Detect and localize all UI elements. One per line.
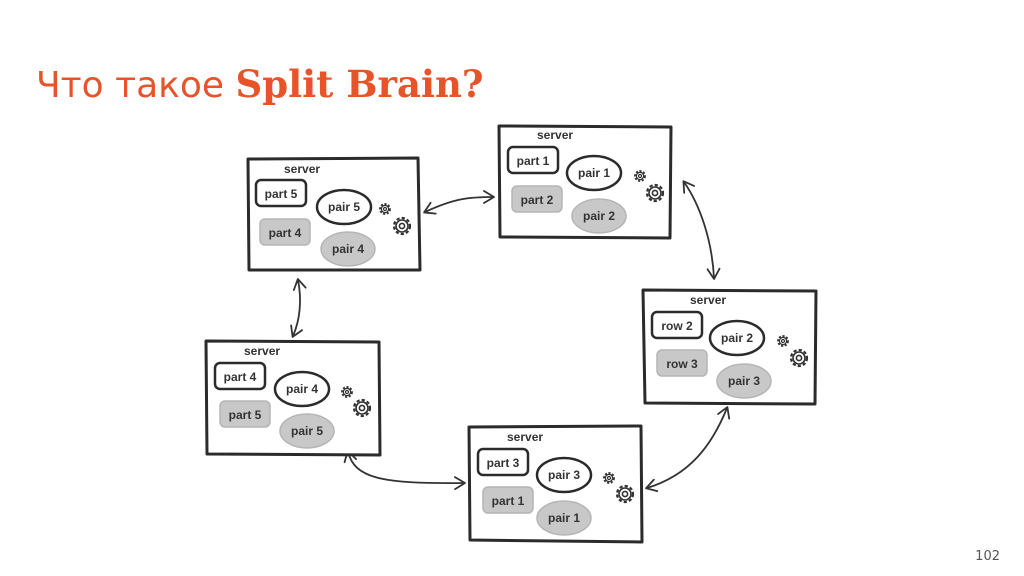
server-box: server part 5 pair 5 part 4 pair 4 [246,156,422,272]
link-arrow [423,190,495,215]
secondary-pair: pair 4 [332,242,364,256]
primary-part: row 2 [661,319,693,333]
primary-pair: pair 1 [578,166,610,180]
secondary-pair: pair 3 [728,374,760,388]
secondary-pair: pair 5 [291,424,323,438]
server-label: server [690,293,726,307]
title-highlight: Split Brain? [235,62,484,106]
link-arrow [682,180,721,280]
server-label: server [537,128,573,142]
server-box: server part 4 pair 4 part 5 pair 5 [204,339,382,457]
secondary-part: part 1 [492,494,525,508]
secondary-part: row 3 [666,357,698,371]
link-arrow [343,450,466,491]
primary-part: part 3 [487,456,520,470]
page-number: 102 [975,549,1000,564]
server-label: server [244,344,280,358]
server-box: server row 2 pair 2 row 3 pair 3 [641,288,818,406]
primary-pair: pair 5 [328,200,360,214]
secondary-pair: pair 1 [548,511,580,525]
link-arrow [645,406,731,493]
server-box: server part 3 pair 3 part 1 pair 1 [467,424,644,544]
primary-pair: pair 2 [721,331,753,345]
primary-pair: pair 3 [548,468,580,482]
secondary-part: part 5 [229,408,262,422]
primary-part: part 1 [517,154,550,168]
connections [290,180,731,493]
title-prefix: Что такое [36,65,225,106]
link-arrow [290,278,307,338]
server-label: server [284,162,320,176]
primary-part: part 5 [265,187,298,201]
secondary-part: part 4 [269,226,302,240]
primary-pair: pair 4 [286,382,318,396]
server-box: server part 1 pair 1 part 2 pair 2 [497,124,673,240]
server-label: server [507,430,543,444]
primary-part: part 4 [224,370,257,384]
slide-title: Что такое Split Brain? [36,62,484,106]
secondary-pair: pair 2 [583,209,615,223]
secondary-part: part 2 [521,193,554,207]
